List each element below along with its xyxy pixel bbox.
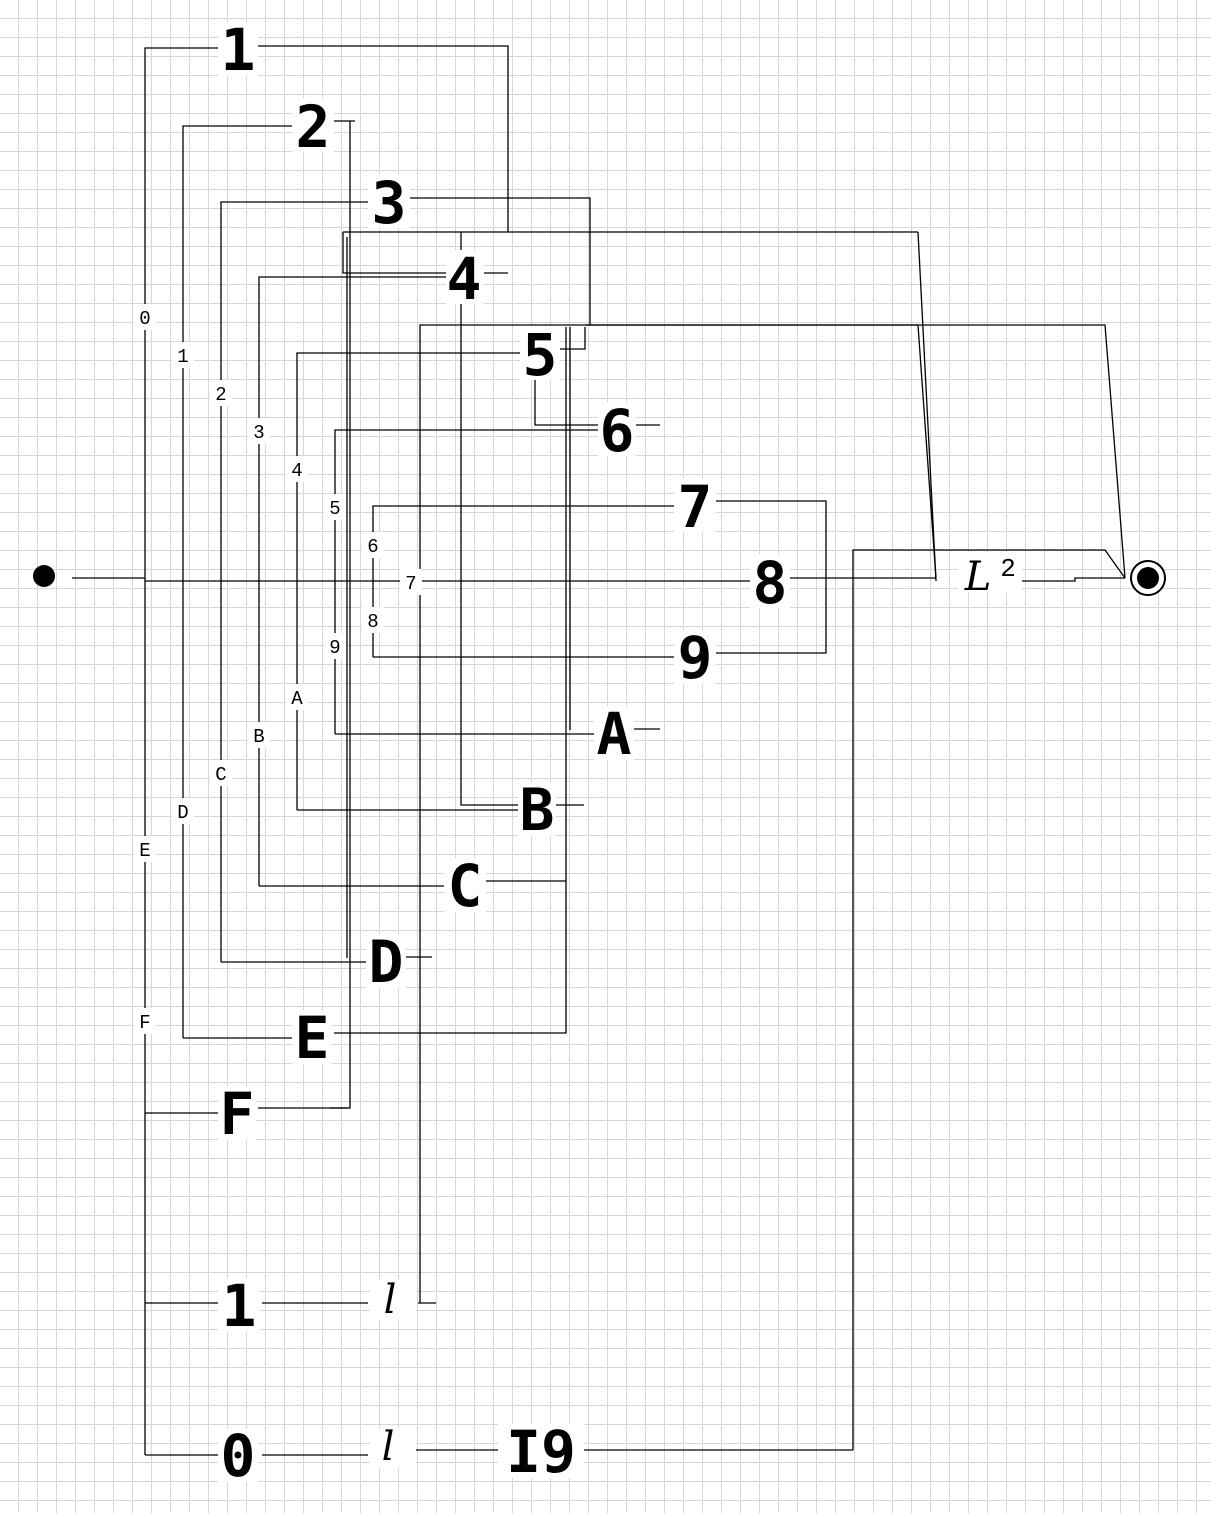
node-label: D — [369, 928, 404, 996]
edge-label: 9 — [329, 637, 340, 659]
edge-label: E — [139, 840, 150, 862]
node-label: 8 — [753, 549, 788, 617]
ell-symbol: l — [382, 1424, 395, 1470]
ell-symbols: l l — [370, 1277, 416, 1470]
edge-label: C — [215, 764, 226, 786]
edge-label: A — [291, 688, 303, 710]
edge-label: 4 — [291, 460, 302, 482]
node-label: E — [295, 1004, 330, 1072]
node-label: 6 — [600, 397, 635, 465]
connector-lines — [72, 45, 1126, 1456]
node-label: 2 — [296, 93, 331, 161]
node-label: 3 — [372, 169, 407, 237]
edge-label: 7 — [405, 573, 416, 595]
final-symbol: L — [964, 554, 992, 600]
edge-label: F — [139, 1012, 150, 1034]
edge-label: B — [253, 726, 264, 748]
start-point — [33, 565, 55, 587]
node-labels: 1 2 3 4 5 6 7 8 9 A B C D E F 1 0 I9 — [218, 16, 790, 1490]
edge-labels: 0 1 2 3 4 5 6 7 8 9 A B C D E F — [134, 304, 422, 1034]
node-label: 7 — [678, 473, 713, 541]
ell-symbol: l — [384, 1277, 397, 1323]
node-label: 5 — [523, 321, 558, 389]
node-label: 1 — [222, 1272, 257, 1340]
node-label: 4 — [447, 245, 482, 313]
edge-label: 0 — [139, 308, 150, 330]
node-label: C — [448, 852, 483, 920]
edge-label: 2 — [215, 384, 226, 406]
edge-label: 6 — [367, 536, 378, 558]
edge-label: D — [177, 802, 188, 824]
node-label: 1 — [221, 16, 256, 84]
edge-label: 5 — [329, 498, 340, 520]
edge-label: 3 — [253, 422, 264, 444]
node-label: F — [220, 1080, 255, 1148]
node-label: I9 — [506, 1418, 576, 1486]
node-label: 0 — [221, 1422, 256, 1490]
node-label: 9 — [678, 624, 713, 692]
final-superscript: 2 — [1000, 554, 1016, 584]
node-label: B — [520, 776, 555, 844]
edge-label: 1 — [177, 346, 188, 368]
edge-label: 8 — [367, 611, 378, 633]
final-label: L 2 — [958, 552, 1022, 600]
accept-point — [1130, 560, 1166, 596]
node-label: A — [597, 700, 632, 768]
